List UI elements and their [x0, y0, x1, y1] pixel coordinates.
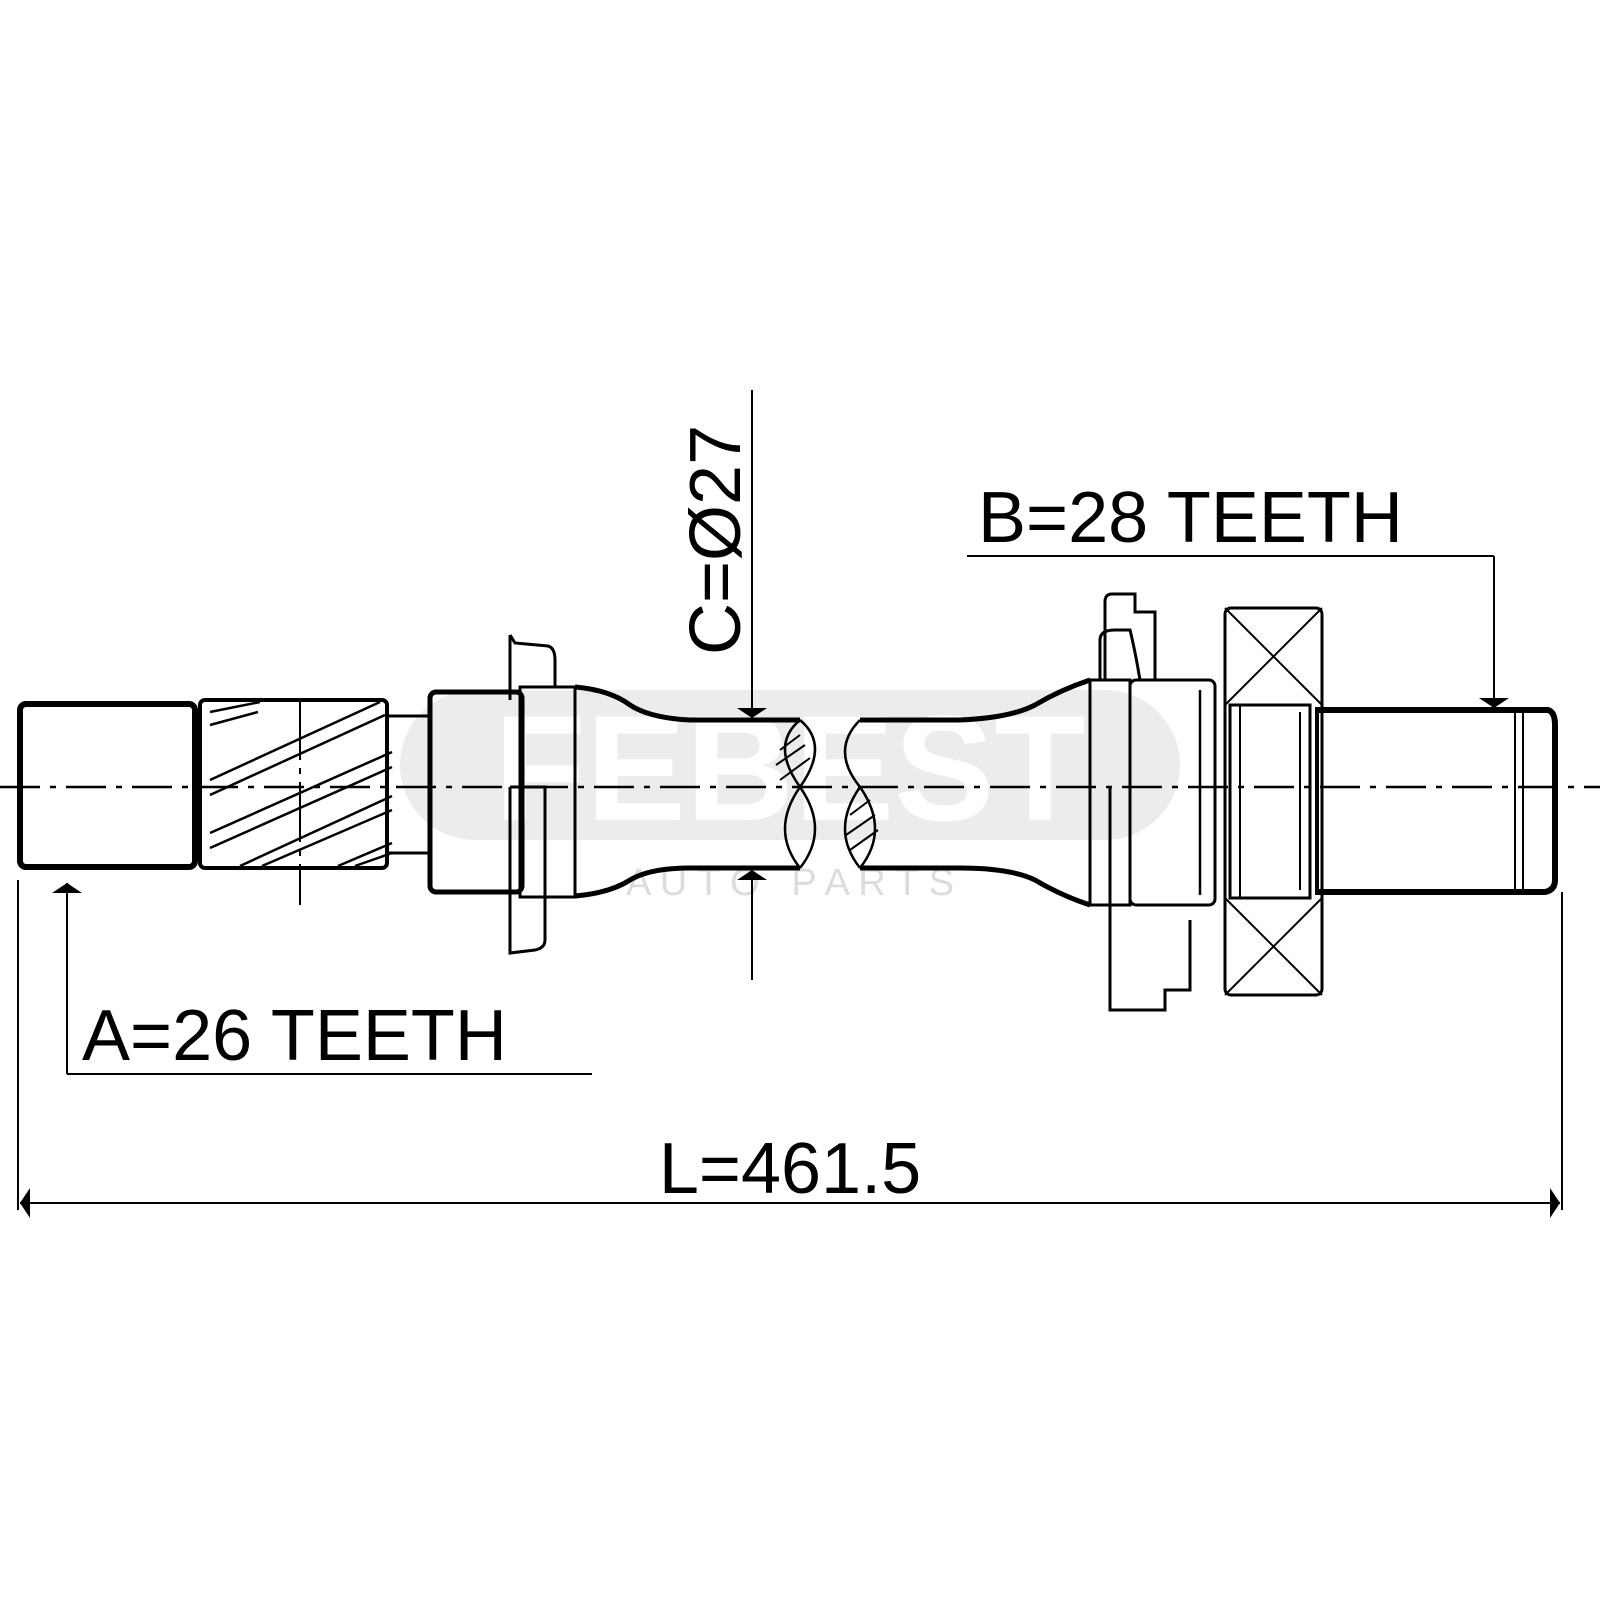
bearing [1223, 606, 1324, 997]
spline-teeth [209, 700, 393, 868]
collar [427, 689, 525, 895]
shaft [17, 592, 1558, 1012]
watermark: FEBEST A U T O P A R T S [400, 684, 1180, 904]
dimension-b [967, 555, 1509, 708]
label-a-teeth: A=26 TEETH [82, 996, 507, 1076]
label-b-teeth: B=28 TEETH [978, 478, 1403, 558]
bearing-cross-bottom [1224, 897, 1323, 996]
bearing-cross-top [1224, 607, 1323, 706]
break-right [843, 719, 877, 869]
clip [1098, 592, 1192, 1012]
label-c-diameter: C=Ø27 [676, 425, 756, 655]
dimension-l [17, 880, 1563, 1218]
right-shaft-end [1315, 707, 1558, 895]
retaining-plate [508, 634, 557, 955]
shaft-body-left [574, 684, 800, 899]
break-left [783, 719, 817, 869]
spline-section [198, 698, 389, 870]
ring [518, 685, 577, 899]
left-shaft-end [17, 701, 198, 870]
shaft-body-right [860, 677, 1091, 908]
label-length: L=461.5 [659, 1129, 921, 1209]
dimension-a [52, 883, 592, 1075]
